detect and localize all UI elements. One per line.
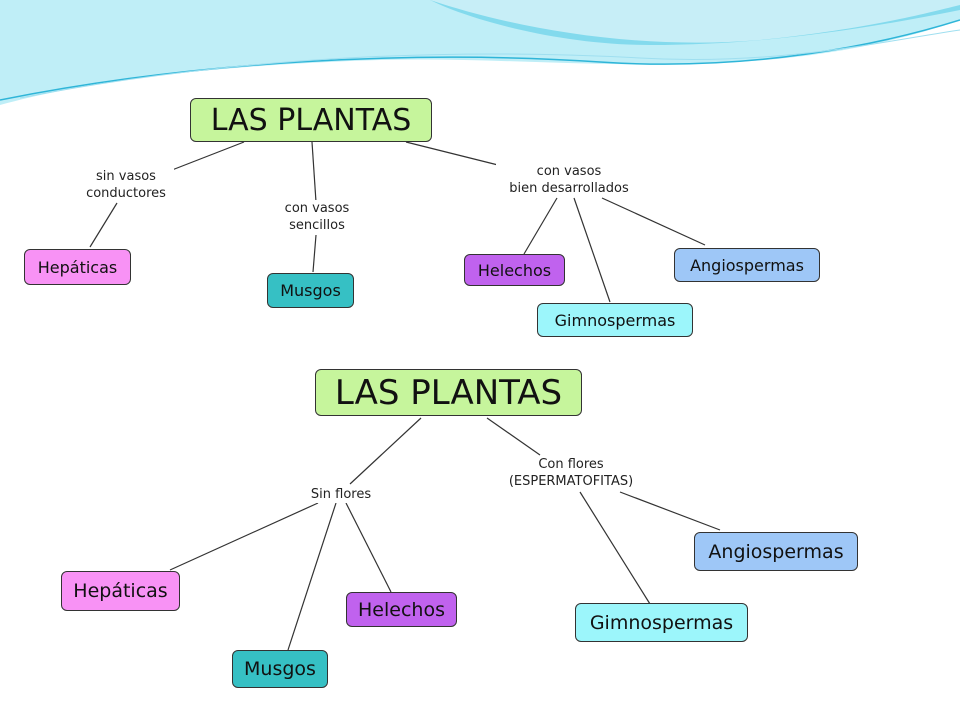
map1-node-gimnospermas: Gimnospermas: [537, 303, 693, 337]
connector-desarrollados-angiospermas: [601, 197, 706, 246]
connector-sinflores-helechos: [345, 502, 392, 593]
label-line: bien desarrollados: [509, 181, 629, 196]
map1-root-node: LAS PLANTAS: [190, 98, 432, 142]
label-line: Con flores: [538, 457, 604, 472]
connector-conflores-angiospermas: [619, 491, 721, 531]
label-line: con vasos: [536, 164, 602, 179]
connector-root1-sencillos: [311, 141, 317, 203]
connector-sinflores-hepaticas: [169, 502, 319, 571]
map1-connectors: [89, 141, 706, 303]
map1-node-musgos: Musgos: [267, 273, 354, 308]
label-line: sin vasos: [96, 169, 156, 184]
connector-root1-desarrollados: [405, 141, 499, 166]
map2-connectors: [169, 417, 721, 651]
connector-root1-sinvasos: [171, 141, 245, 171]
map2-node-hepaticas: Hepáticas: [61, 571, 180, 611]
wave-highlight: [430, 0, 960, 43]
label-line: conductores: [86, 186, 166, 201]
connector-sencillos-musgos: [312, 234, 317, 273]
map1-node-hepaticas: Hepáticas: [24, 249, 131, 285]
map2-label-con-flores: Con flores (ESPERMATOFITAS): [498, 456, 644, 490]
map1-node-helechos: Helechos: [464, 254, 565, 286]
connector-sinflores-musgos: [287, 502, 337, 651]
connector-root2-conflores: [486, 417, 541, 456]
connector-sinvasos-hepaticas: [89, 202, 118, 248]
map2-root-node: LAS PLANTAS: [315, 369, 582, 416]
header-wave-decoration: [0, 0, 960, 105]
map2-node-angiospermas: Angiospermas: [694, 532, 858, 571]
map2-node-helechos: Helechos: [346, 592, 457, 627]
label-line: (ESPERMATOFITAS): [508, 474, 634, 489]
map2-node-musgos: Musgos: [232, 650, 328, 688]
map2-label-sin-flores: Sin flores: [302, 486, 380, 503]
label-line: Sin flores: [310, 487, 372, 502]
map1-label-vasos-desarrollados: con vasos bien desarrollados: [496, 163, 642, 197]
connector-conflores-gimnospermas: [579, 491, 651, 605]
map1-node-angiospermas: Angiospermas: [674, 248, 820, 282]
connector-desarrollados-helechos: [523, 197, 558, 255]
map1-label-vasos-sencillos: con vasos sencillos: [276, 200, 358, 234]
connector-root2-sinflores: [349, 417, 422, 485]
map1-label-sin-vasos: sin vasos conductores: [78, 168, 174, 202]
wave-line-2: [19, 29, 960, 99]
map2-node-gimnospermas: Gimnospermas: [575, 603, 748, 642]
connector-desarrollados-gimnospermas: [573, 197, 611, 303]
label-line: sencillos: [289, 218, 345, 233]
label-line: con vasos: [284, 201, 350, 216]
